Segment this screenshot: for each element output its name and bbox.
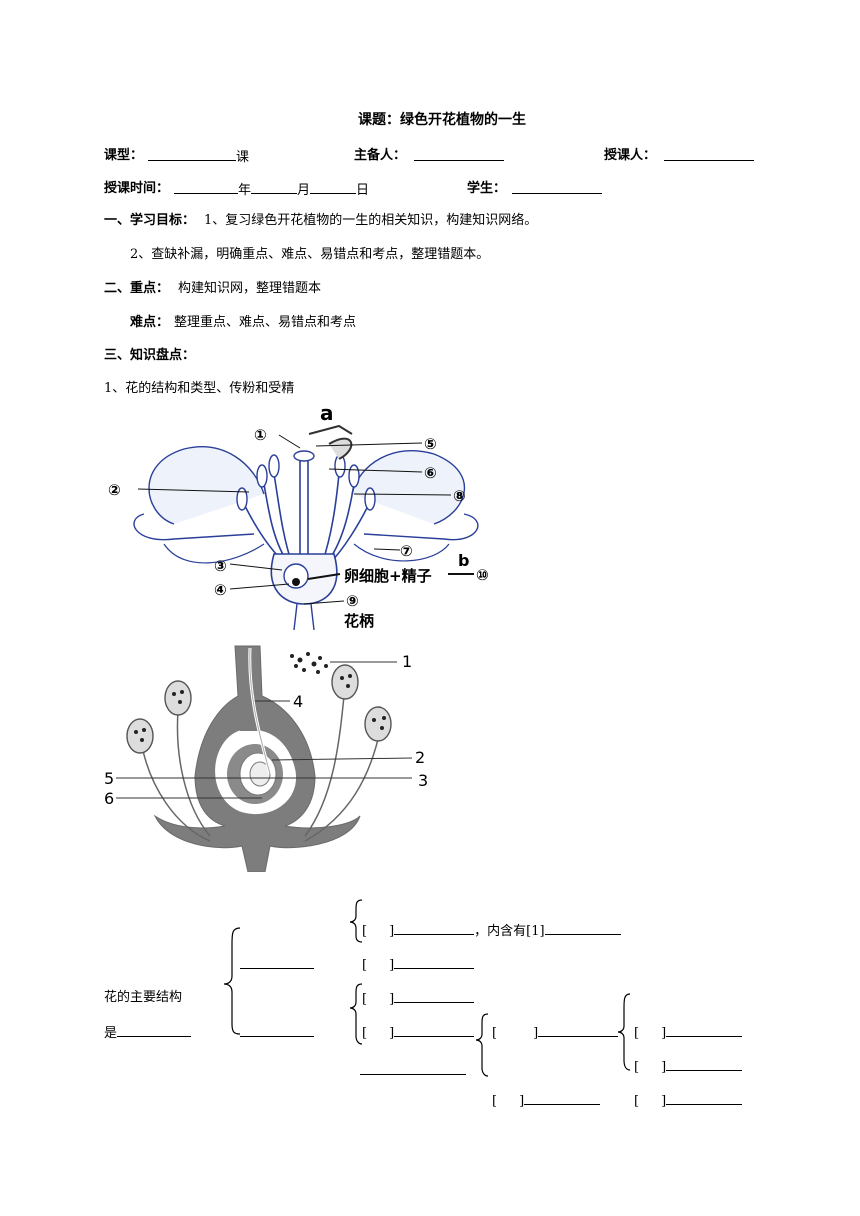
outline-bracket-open: [ — [492, 1094, 498, 1109]
figure1-num-8: ⑧ — [453, 487, 466, 505]
difficult-label: 难点： — [130, 315, 170, 330]
outline-bracket-close: ] — [661, 1026, 667, 1041]
figure2-num-5: 5 — [104, 769, 114, 788]
figure1-num-6: ⑥ — [424, 464, 437, 482]
outline-bracket-open: [ — [634, 1060, 640, 1075]
figure2-num-2: 2 — [415, 748, 425, 767]
flower-structure-figure: a b ① ② ③ ④ ⑤ ⑥ ⑦ ⑧ ⑨ ⑩ 卵细胞+精子 花柄 — [104, 404, 506, 630]
key-text: 构建知识网，整理错题本 — [178, 281, 322, 296]
outline-bracket-open: [ — [362, 1026, 368, 1041]
item-1: 1、花的结构和类型、传粉和受精 — [104, 381, 295, 396]
outline-bracket-open: [ — [362, 992, 368, 1007]
fertilization-figure: 1 2 3 4 5 6 — [104, 645, 428, 872]
outline-contains-text: ，内含有[1] — [474, 924, 545, 939]
month-label: 月 — [297, 183, 311, 198]
outline-row-2: [] — [362, 956, 475, 974]
outline-bracket-close: ] — [389, 958, 395, 973]
outline-main-label-2: 是 — [104, 1024, 192, 1042]
outline-bracket-open: [ — [492, 1026, 498, 1041]
teacher-label: 授课人： — [604, 148, 657, 163]
outline-bracket-close: ] — [389, 1026, 395, 1041]
outline-bracket-close: ] — [661, 1060, 667, 1075]
time-label: 授课时间： — [104, 181, 170, 196]
year-label: 年 — [238, 183, 252, 198]
figure1-num-2: ② — [108, 481, 121, 499]
outline-level1-blank-1 — [240, 956, 314, 974]
outline-level2-blank — [360, 1062, 466, 1080]
outline-bracket-close: ] — [389, 992, 395, 1007]
lesson-type-suffix: 课 — [236, 150, 250, 165]
goal-1: 1、复习绿色开花植物的一生的相关知识，构建知识网络。 — [204, 213, 538, 228]
figure1-label-a: a — [320, 404, 334, 425]
outline-row-4: [] — [362, 1024, 475, 1042]
key-label: 二、重点： — [104, 281, 170, 296]
outline-row-1: [] ，内含有[1] — [362, 922, 621, 940]
figure1-num-3: ③ — [214, 557, 227, 575]
outline-bracket-close: ] — [533, 1026, 539, 1041]
outline-bracket-close: ] — [519, 1094, 525, 1109]
day-label: 日 — [356, 183, 370, 198]
figure1-num-7: ⑦ — [400, 542, 413, 560]
figure2-num-6: 6 — [104, 789, 114, 808]
preparer-blank — [414, 148, 504, 166]
inventory-label: 三、知识盘点： — [104, 348, 196, 363]
student-blank — [512, 181, 602, 199]
figure1-num-10: ⑩ — [476, 566, 489, 584]
figure2-num-4: 4 — [293, 692, 303, 711]
outline-bracket-close: ] — [661, 1094, 667, 1109]
goal-2: 2、查缺补漏，明确重点、难点、易错点和考点，整理错题本。 — [130, 247, 490, 262]
outline-row-5: [] — [634, 1058, 743, 1076]
lesson-type-blank: 课 — [148, 148, 249, 166]
outline-bracket-open: [ — [634, 1094, 640, 1109]
time-blank: 年月日 — [174, 181, 369, 199]
figure1-stalk-text: 花柄 — [344, 612, 374, 630]
student-label: 学生： — [467, 181, 507, 196]
figure2-num-1: 1 — [402, 652, 412, 671]
outline-level1-blank-2 — [240, 1024, 314, 1042]
difficult-text: 整理重点、难点、易错点和考点 — [174, 315, 357, 330]
teacher-blank — [664, 148, 754, 166]
figure1-num-1: ① — [254, 426, 267, 444]
outline-bracket-close: ] — [389, 924, 395, 939]
figure2-num-3: 3 — [418, 771, 428, 790]
figure1-num-5: ⑤ — [424, 435, 437, 453]
outline-row-3: [] — [362, 990, 475, 1008]
figure1-ovule-text: 卵细胞+精子 — [344, 567, 432, 585]
outline-braces — [223, 899, 631, 1077]
outline-row-6b: [] — [634, 1092, 743, 1110]
goals-label: 一、学习目标： — [104, 213, 196, 228]
outline-bracket-open: [ — [362, 924, 368, 939]
outline-bracket-open: [ — [362, 958, 368, 973]
outline-row-6: [] — [492, 1092, 601, 1110]
outline-main-label-1: 花的主要结构 — [104, 990, 183, 1005]
lesson-type-label: 课型： — [104, 148, 144, 163]
figure1-label-b: b — [458, 551, 469, 570]
outline-row-4b: [] — [492, 1024, 619, 1042]
page-title: 课题：绿色开花植物的一生 — [358, 112, 526, 128]
figure1-num-9: ⑨ — [346, 592, 359, 610]
outline-row-4c: [] — [634, 1024, 743, 1042]
figure1-num-4: ④ — [214, 581, 227, 599]
outline-main-label-2-text: 是 — [104, 1026, 118, 1041]
preparer-label: 主备人： — [354, 148, 407, 163]
outline-bracket-open: [ — [634, 1026, 640, 1041]
